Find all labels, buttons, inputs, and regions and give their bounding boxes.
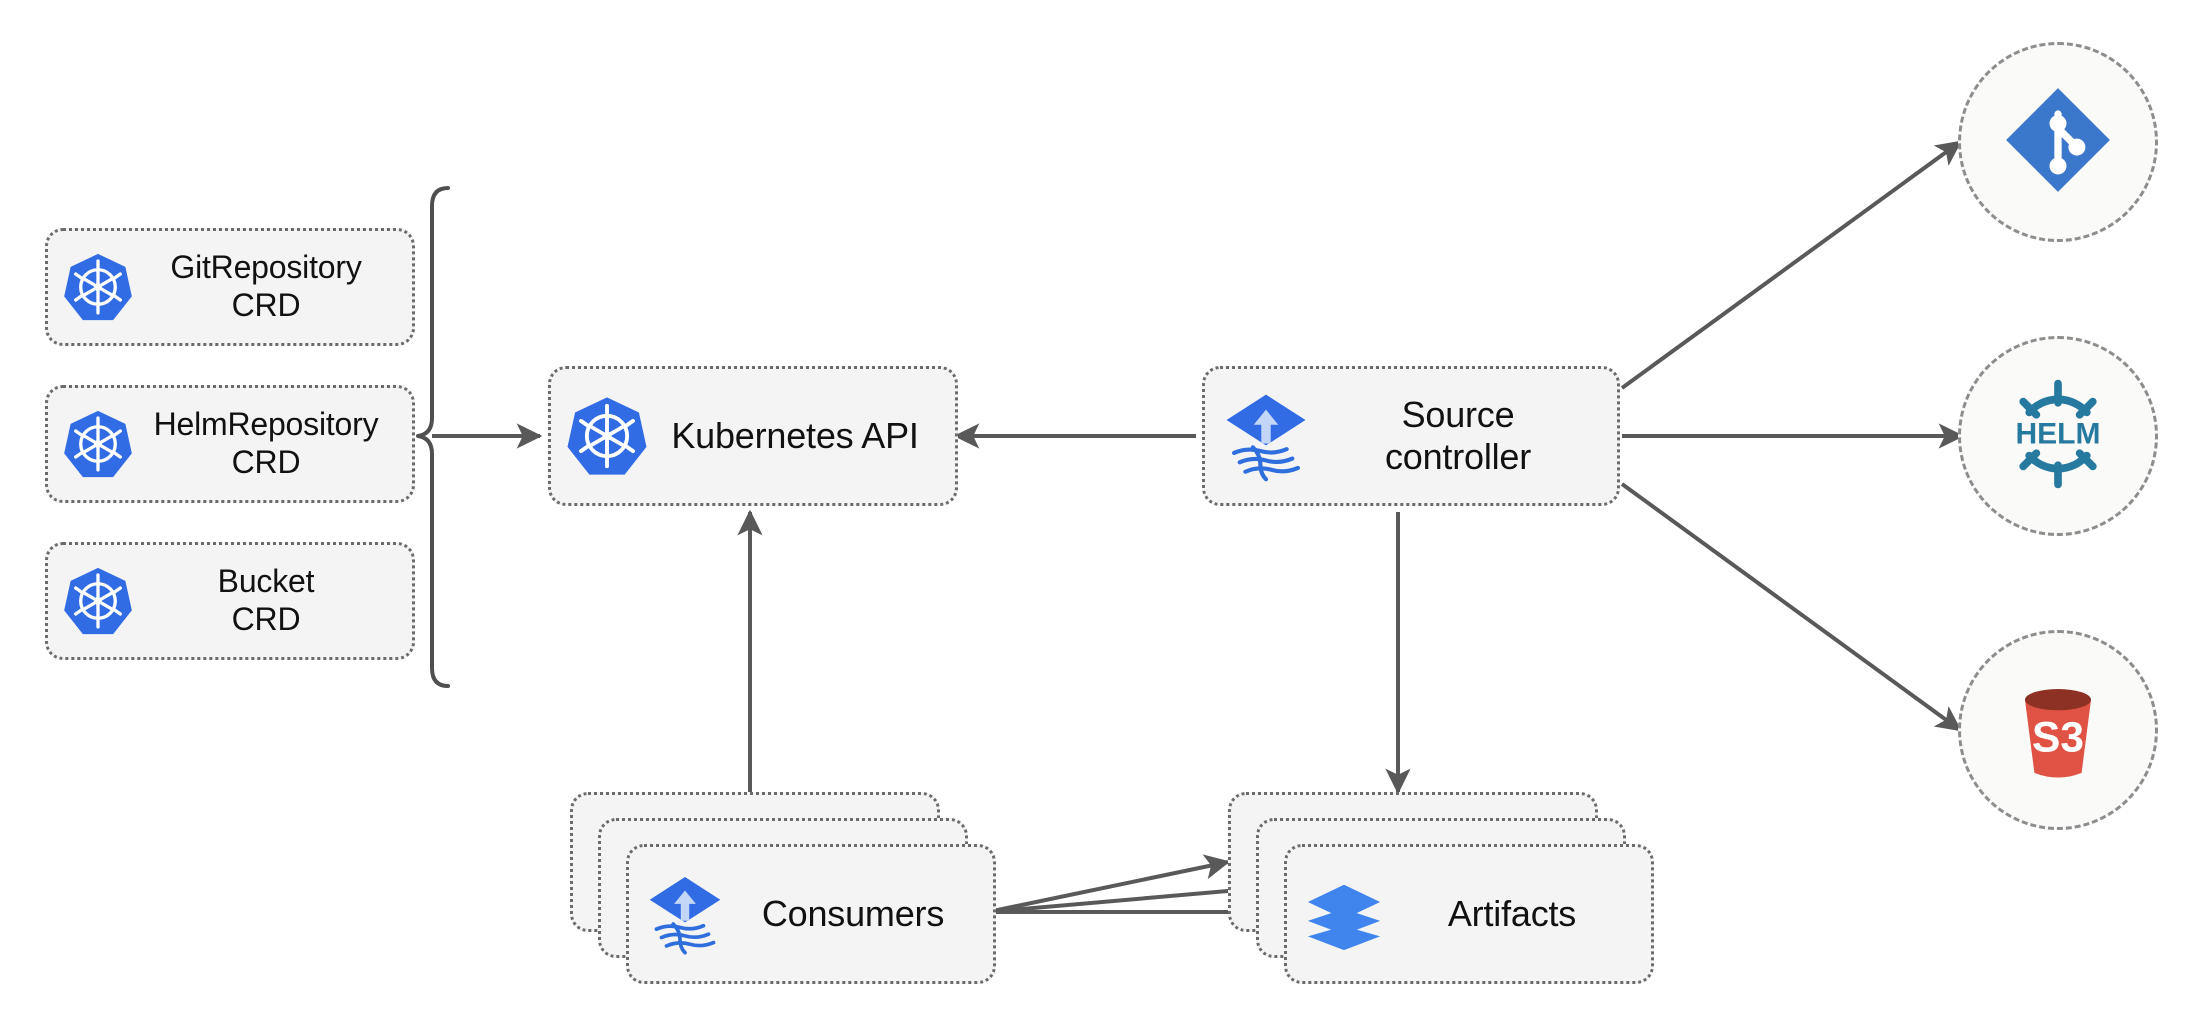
source-controller-label: Source controller xyxy=(1384,393,1532,477)
kubernetes-icon xyxy=(62,565,134,637)
flux-icon xyxy=(643,872,727,956)
node-content: Source controller xyxy=(1205,369,1617,503)
node-content: Consumers xyxy=(629,847,993,981)
kubernetes-icon xyxy=(62,251,134,323)
kubernetes-api-label: Kubernetes API xyxy=(671,414,919,456)
consumers-node[interactable]: Consumers xyxy=(626,844,996,984)
node-content: Artifacts xyxy=(1287,847,1651,981)
flux-icon xyxy=(1219,389,1313,483)
crd-group-bracket xyxy=(416,186,450,688)
artifacts-label: Artifacts xyxy=(1447,892,1577,934)
helm-backend-node[interactable]: HELM xyxy=(1958,336,2158,536)
git-repository-crd-node[interactable]: GitRepository CRD xyxy=(45,228,415,346)
layers-icon xyxy=(1301,871,1387,957)
kubernetes-api-node[interactable]: Kubernetes API xyxy=(548,366,958,506)
source-controller-node[interactable]: Source controller xyxy=(1202,366,1620,506)
helm-repository-crd-node[interactable]: HelmRepository CRD xyxy=(45,385,415,503)
bucket-crd-label: Bucket CRD xyxy=(217,563,315,637)
bucket-crd-node[interactable]: Bucket CRD xyxy=(45,542,415,660)
git-repository-crd-label: GitRepository CRD xyxy=(170,249,362,323)
git-icon xyxy=(1999,81,2117,204)
s3-backend-node[interactable]: S3 xyxy=(1958,630,2158,830)
node-content: HelmRepository CRD xyxy=(48,388,412,500)
consumers-label: Consumers xyxy=(761,892,945,934)
helm-icon: HELM xyxy=(1998,374,2118,499)
node-content: Kubernetes API xyxy=(551,369,955,503)
node-content: GitRepository CRD xyxy=(48,231,412,343)
edge-consumers-to-artifacts-2 xyxy=(987,877,1265,914)
s3-bucket-icon: S3 xyxy=(1999,669,2117,792)
node-content: Bucket CRD xyxy=(48,545,412,657)
edge-consumers-to-artifacts-1 xyxy=(987,854,1231,914)
artifacts-node[interactable]: Artifacts xyxy=(1284,844,1654,984)
kubernetes-icon xyxy=(565,394,649,478)
edge-source-controller-to-s3 xyxy=(1620,482,1962,732)
s3-wordmark: S3 xyxy=(2032,714,2084,761)
helm-wordmark: HELM xyxy=(2016,417,2101,450)
helm-repository-crd-label: HelmRepository CRD xyxy=(153,406,379,480)
git-backend-node[interactable] xyxy=(1958,42,2158,242)
edge-source-controller-to-git xyxy=(1620,140,1962,390)
kubernetes-icon xyxy=(62,408,134,480)
